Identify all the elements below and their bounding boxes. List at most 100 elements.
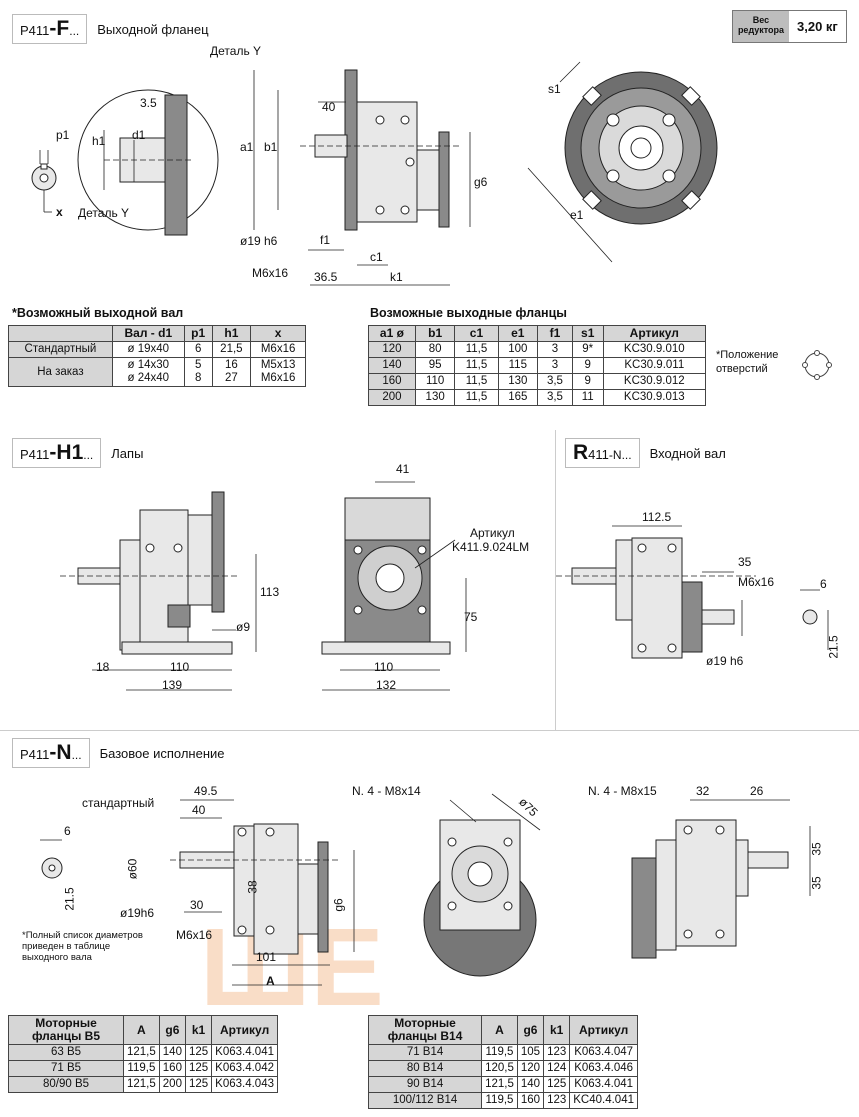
section-r-code: R 411 -N... bbox=[565, 438, 640, 468]
shaft-end-hole bbox=[39, 173, 49, 183]
section-h-title: Лапы bbox=[111, 445, 144, 461]
d19-label: ø19 h6 bbox=[240, 234, 278, 248]
shaft-table-header: Вал - d1 p1 h1 x bbox=[8, 325, 306, 342]
b14-table-header: Моторные фланцы B14 A g6 k1 Артикул bbox=[367, 1015, 638, 1045]
b14-table: Моторные фланцы B14 A g6 k1 Артикул 71 B… bbox=[367, 1015, 638, 1109]
b1-label: b1 bbox=[264, 140, 278, 154]
n-d40-label: 40 bbox=[192, 803, 206, 817]
d35a-label: 35 bbox=[809, 842, 824, 856]
d41-label: 41 bbox=[396, 462, 410, 476]
base-body-rear bbox=[675, 819, 737, 947]
r-d35-label: 35 bbox=[738, 555, 752, 569]
d139-label: 139 bbox=[162, 678, 183, 692]
d32-label: 32 bbox=[696, 784, 710, 798]
feet-base-front bbox=[321, 641, 451, 655]
detail-y-label-top: Деталь Y bbox=[210, 44, 262, 58]
d495-label: 49.5 bbox=[194, 784, 218, 798]
d26-label: 26 bbox=[750, 784, 764, 798]
weight-badge: Вес редуктора 3,20 кг bbox=[732, 10, 847, 43]
r-d6-label: 6 bbox=[820, 577, 827, 591]
feet-drawing bbox=[60, 481, 467, 691]
flange-table-header: a1 ø b1 c1 e1 f1 s1 Артикул bbox=[368, 325, 707, 342]
section-n-header: P411 -N ... Базовое исполнение bbox=[12, 738, 225, 768]
shaft-key bbox=[40, 163, 48, 170]
f1-label: f1 bbox=[320, 233, 331, 247]
horizontal-divider bbox=[0, 730, 859, 731]
A-label: A bbox=[266, 974, 275, 988]
g6-label: g6 bbox=[474, 175, 488, 189]
h1-label: h1 bbox=[92, 134, 106, 148]
e1-label: e1 bbox=[570, 208, 584, 222]
section-h-code: P411 -H1 ... bbox=[12, 438, 102, 468]
m6-label: M6x16 bbox=[252, 266, 289, 280]
n-d19-label: ø19h6 bbox=[120, 906, 155, 920]
section-r-header: R 411 -N... Входной вал bbox=[565, 438, 726, 468]
b5-table: Моторные фланцы B5 A g6 k1 Артикул 63 B5… bbox=[8, 1015, 278, 1093]
d18-label: 18 bbox=[96, 660, 110, 674]
a1-label: a1 bbox=[240, 140, 254, 154]
n-m6-label: M6x16 bbox=[176, 928, 213, 942]
section-r-title: Входной вал bbox=[649, 445, 726, 461]
section-f-code: P411 -F ... bbox=[12, 14, 88, 44]
k1-label: k1 bbox=[390, 270, 403, 284]
shaft-table-title: *Возможный выходной вал bbox=[12, 306, 184, 320]
article-label: Артикул bbox=[470, 526, 515, 540]
x-label: x bbox=[56, 205, 63, 219]
d365-label: 36.5 bbox=[314, 270, 338, 284]
section-n-title: Базовое исполнение bbox=[99, 745, 225, 761]
section-h-header: P411 -H1 ... Лапы bbox=[12, 438, 143, 468]
base-drawing: ШЕ bbox=[40, 793, 811, 1010]
d40-label: 40 bbox=[322, 100, 336, 114]
s1-label: s1 bbox=[548, 82, 561, 96]
detail-flange bbox=[164, 94, 188, 236]
shaft-table: Вал - d1 p1 h1 x Стандартный ø 19x40 6 2… bbox=[8, 325, 306, 387]
feet-base-side bbox=[121, 641, 233, 655]
n4-m8x14-label: N. 4 - M8x14 bbox=[352, 784, 421, 798]
r-d215-label: 21.5 bbox=[826, 635, 841, 659]
r-d19-label: ø19 h6 bbox=[706, 654, 744, 668]
d110b-label: 110 bbox=[374, 660, 394, 674]
vertical-divider bbox=[555, 430, 556, 730]
d75-label: 75 bbox=[464, 610, 478, 624]
input-shaft-end bbox=[802, 609, 818, 625]
feet-body-side bbox=[139, 509, 189, 651]
section-n-code: P411 -N ... bbox=[12, 738, 90, 768]
standard-label: стандартный bbox=[82, 796, 155, 810]
d132-label: 132 bbox=[376, 678, 397, 692]
d9-label: ø9 bbox=[236, 620, 251, 634]
p1-label: p1 bbox=[56, 128, 70, 142]
d101-label: 101 bbox=[256, 950, 277, 964]
input-shaft-side bbox=[701, 609, 735, 625]
d35-label: 3.5 bbox=[140, 96, 157, 110]
diameter-note: *Полный список диаметров приведен в табл… bbox=[22, 930, 143, 963]
d30-label: 30 bbox=[190, 898, 204, 912]
hole-position-icon bbox=[802, 350, 832, 380]
input-shaft-drawing bbox=[556, 525, 829, 659]
section-f-title: Выходной фланец bbox=[97, 21, 209, 37]
hole-position-note: *Положение отверстий bbox=[716, 349, 779, 375]
base-body-side bbox=[253, 823, 299, 955]
n-g6-label: g6 bbox=[331, 898, 346, 912]
flange-table-title: Возможные выходные фланцы bbox=[370, 306, 567, 320]
detail-y-label-bottom: Деталь Y bbox=[78, 206, 130, 220]
c1-label: c1 bbox=[370, 250, 383, 264]
article-value: K411.9.024LM bbox=[452, 540, 530, 554]
input-body-side bbox=[631, 537, 683, 659]
d113-label: 113 bbox=[260, 585, 280, 599]
n4-m8x15-label: N. 4 - M8x15 bbox=[588, 784, 657, 798]
n-d6-label: 6 bbox=[64, 824, 71, 838]
d35b-label: 35 bbox=[809, 876, 824, 890]
